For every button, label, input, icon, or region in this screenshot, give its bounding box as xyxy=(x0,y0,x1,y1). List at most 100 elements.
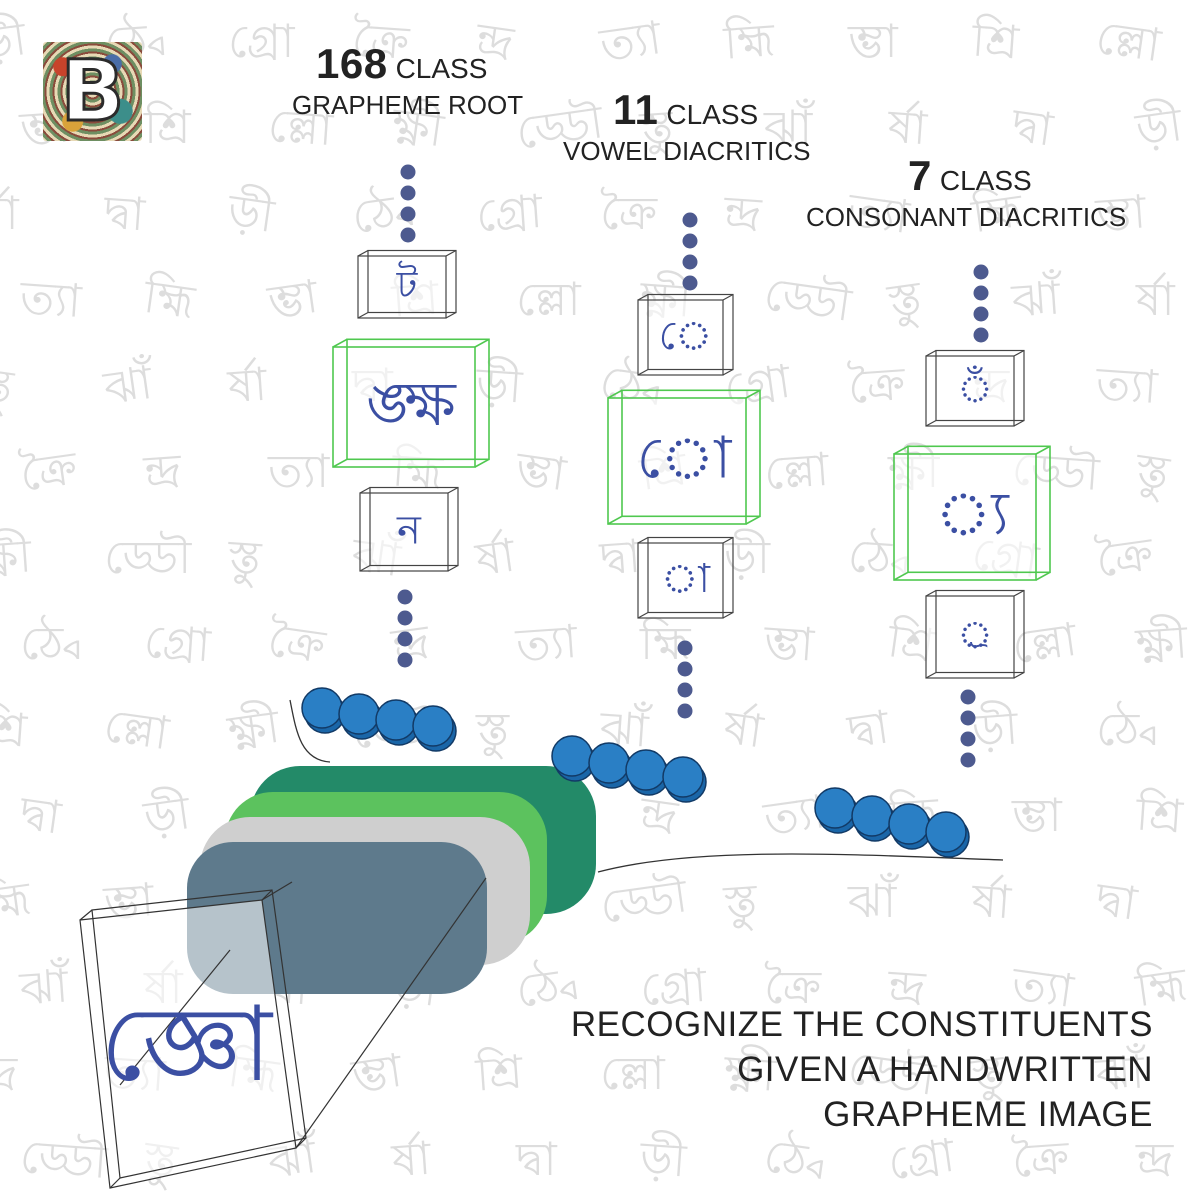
background-glyph: ঝাঁ xyxy=(848,874,897,928)
input-grapheme-glyph: জ্ঞো xyxy=(100,983,274,1105)
consonant-dots-top xyxy=(973,327,989,343)
caption-line-2: GIVEN A HANDWRITTEN xyxy=(737,1050,1153,1089)
consonant-output-disk xyxy=(925,811,970,858)
candidate-glyph: ্য xyxy=(935,479,1010,549)
grapheme-root-count: 168 xyxy=(316,40,388,87)
root-output-disk xyxy=(412,705,457,752)
candidate-glyph: ো xyxy=(637,424,733,492)
background-glyph: স্তু xyxy=(476,702,510,756)
consonant-output-disk xyxy=(888,803,933,850)
background-glyph: ঝাঁ xyxy=(764,100,813,154)
logo-letter: B xyxy=(59,42,126,141)
consonant-diacritics-unit: CLASS xyxy=(939,165,1032,196)
background-glyph: ত্যা xyxy=(268,444,330,498)
vowel-output-disk xyxy=(625,749,670,796)
consonant-dots-bottom xyxy=(960,689,976,705)
vowel-diacritics-unit: CLASS xyxy=(666,99,759,130)
root-dots-top xyxy=(400,227,416,243)
root-dots-top xyxy=(400,185,416,201)
consonant-candidate-box-2: ্র xyxy=(925,589,1025,679)
consonant-dots-top xyxy=(973,306,989,322)
root-output-disk xyxy=(301,687,346,734)
background-glyph: ম্ভা xyxy=(848,14,898,68)
background-glyph: ম্ভা xyxy=(1012,788,1062,842)
vowel-output-disk xyxy=(662,756,707,803)
vowel-dots-bottom xyxy=(677,640,693,656)
background-glyph: ল্লো xyxy=(600,1046,665,1100)
consonant-diacritics-count: 7 xyxy=(908,152,932,199)
candidate-glyph: ে xyxy=(659,313,713,359)
vowel-output-disk xyxy=(588,742,633,789)
root-selected-box: ঙ্ক্ষ xyxy=(332,338,490,468)
vowel-dots-bottom xyxy=(677,661,693,677)
connector-root xyxy=(289,699,331,763)
vowel-output-disk xyxy=(551,735,596,782)
vowel-dots-bottom xyxy=(677,703,693,719)
background-glyph: ঠ্বে xyxy=(1096,702,1158,756)
vowel-diacritics-name: VOWEL DIACRITICS xyxy=(563,136,811,166)
projection-top xyxy=(261,881,293,901)
vowel-dots-top xyxy=(682,254,698,270)
background-glyph: ড্ডৌ xyxy=(104,530,192,584)
ellipsis-dots xyxy=(397,164,989,768)
background-glyph: শ্রি xyxy=(144,100,191,154)
vowel-candidate-box-1: ে xyxy=(637,293,734,376)
root-candidate-box-2: ন xyxy=(359,486,459,572)
vowel-diacritics-count: 11 xyxy=(613,86,659,133)
root-dots-bottom xyxy=(397,631,413,647)
consonant-selected-box: ্য xyxy=(893,445,1051,581)
consonant-dots-top xyxy=(973,264,989,280)
grapheme-root-unit: CLASS xyxy=(395,53,488,84)
root-dots-bottom xyxy=(397,589,413,605)
caption-line-1: RECOGNIZE THE CONSTITUENTS xyxy=(570,1005,1153,1044)
vowel-candidate-box-2: া xyxy=(637,536,734,619)
connector-lines xyxy=(289,699,1004,873)
projection-inner xyxy=(119,949,231,1086)
background-glyph: ড়ী xyxy=(724,530,771,584)
background-glyph: ল্লো xyxy=(516,272,581,326)
candidate-glyph: ঁ xyxy=(957,366,993,411)
vowel-dots-top xyxy=(682,275,698,291)
caption-line-3: GRAPHEME IMAGE xyxy=(823,1095,1153,1134)
root-dots-bottom xyxy=(397,652,413,668)
grapheme-root-name: GRAPHEME ROOT xyxy=(292,90,524,120)
output-neuron-rows xyxy=(301,687,970,858)
consonant-dots-bottom xyxy=(960,731,976,747)
background-glyph: ক্রৈ xyxy=(764,960,822,1014)
background-glyph: ন্দ্র xyxy=(0,1050,17,1096)
root-output-disk xyxy=(375,699,420,746)
connector-consonant xyxy=(597,853,1004,873)
candidate-glyph: ্র xyxy=(957,613,993,657)
input-image-box xyxy=(79,877,487,1189)
root-dots-top xyxy=(400,206,416,222)
projection-right xyxy=(295,877,487,1149)
candidate-glyph: ন xyxy=(396,507,422,553)
root-dots-top xyxy=(400,164,416,180)
background-glyph: র্ষা xyxy=(0,190,19,236)
candidate-class-boxes: ট ঙ্ক্ষ নেোাঁ্য্র xyxy=(332,249,1051,679)
candidate-glyph: ট xyxy=(396,261,419,307)
consonant-output-disk xyxy=(851,795,896,842)
background-glyph: ঠ্বে xyxy=(20,616,82,670)
consonant-output-disk xyxy=(814,787,859,834)
background-glyph: ক্রৈ xyxy=(600,186,658,240)
root-candidate-box-1: ট xyxy=(357,249,457,319)
vowel-dots-bottom xyxy=(677,682,693,698)
consonant-dots-bottom xyxy=(960,752,976,768)
vowel-selected-box: ো xyxy=(607,389,761,525)
background-glyph: দ্বা xyxy=(516,1132,557,1186)
candidate-glyph: ঙ্ক্ষ xyxy=(366,367,457,440)
caption: RECOGNIZE THE CONSTITUENTS GIVEN A HANDW… xyxy=(513,1002,1153,1137)
consonant-dots-bottom xyxy=(960,710,976,726)
root-dots-bottom xyxy=(397,610,413,626)
background-glyph: গ্রো xyxy=(228,14,295,68)
candidate-glyph: া xyxy=(661,556,711,602)
background-glyph: র্ষা xyxy=(1136,272,1175,326)
bengali-ai-logo: B xyxy=(43,42,142,141)
consonant-candidate-box-1: ঁ xyxy=(925,349,1025,427)
